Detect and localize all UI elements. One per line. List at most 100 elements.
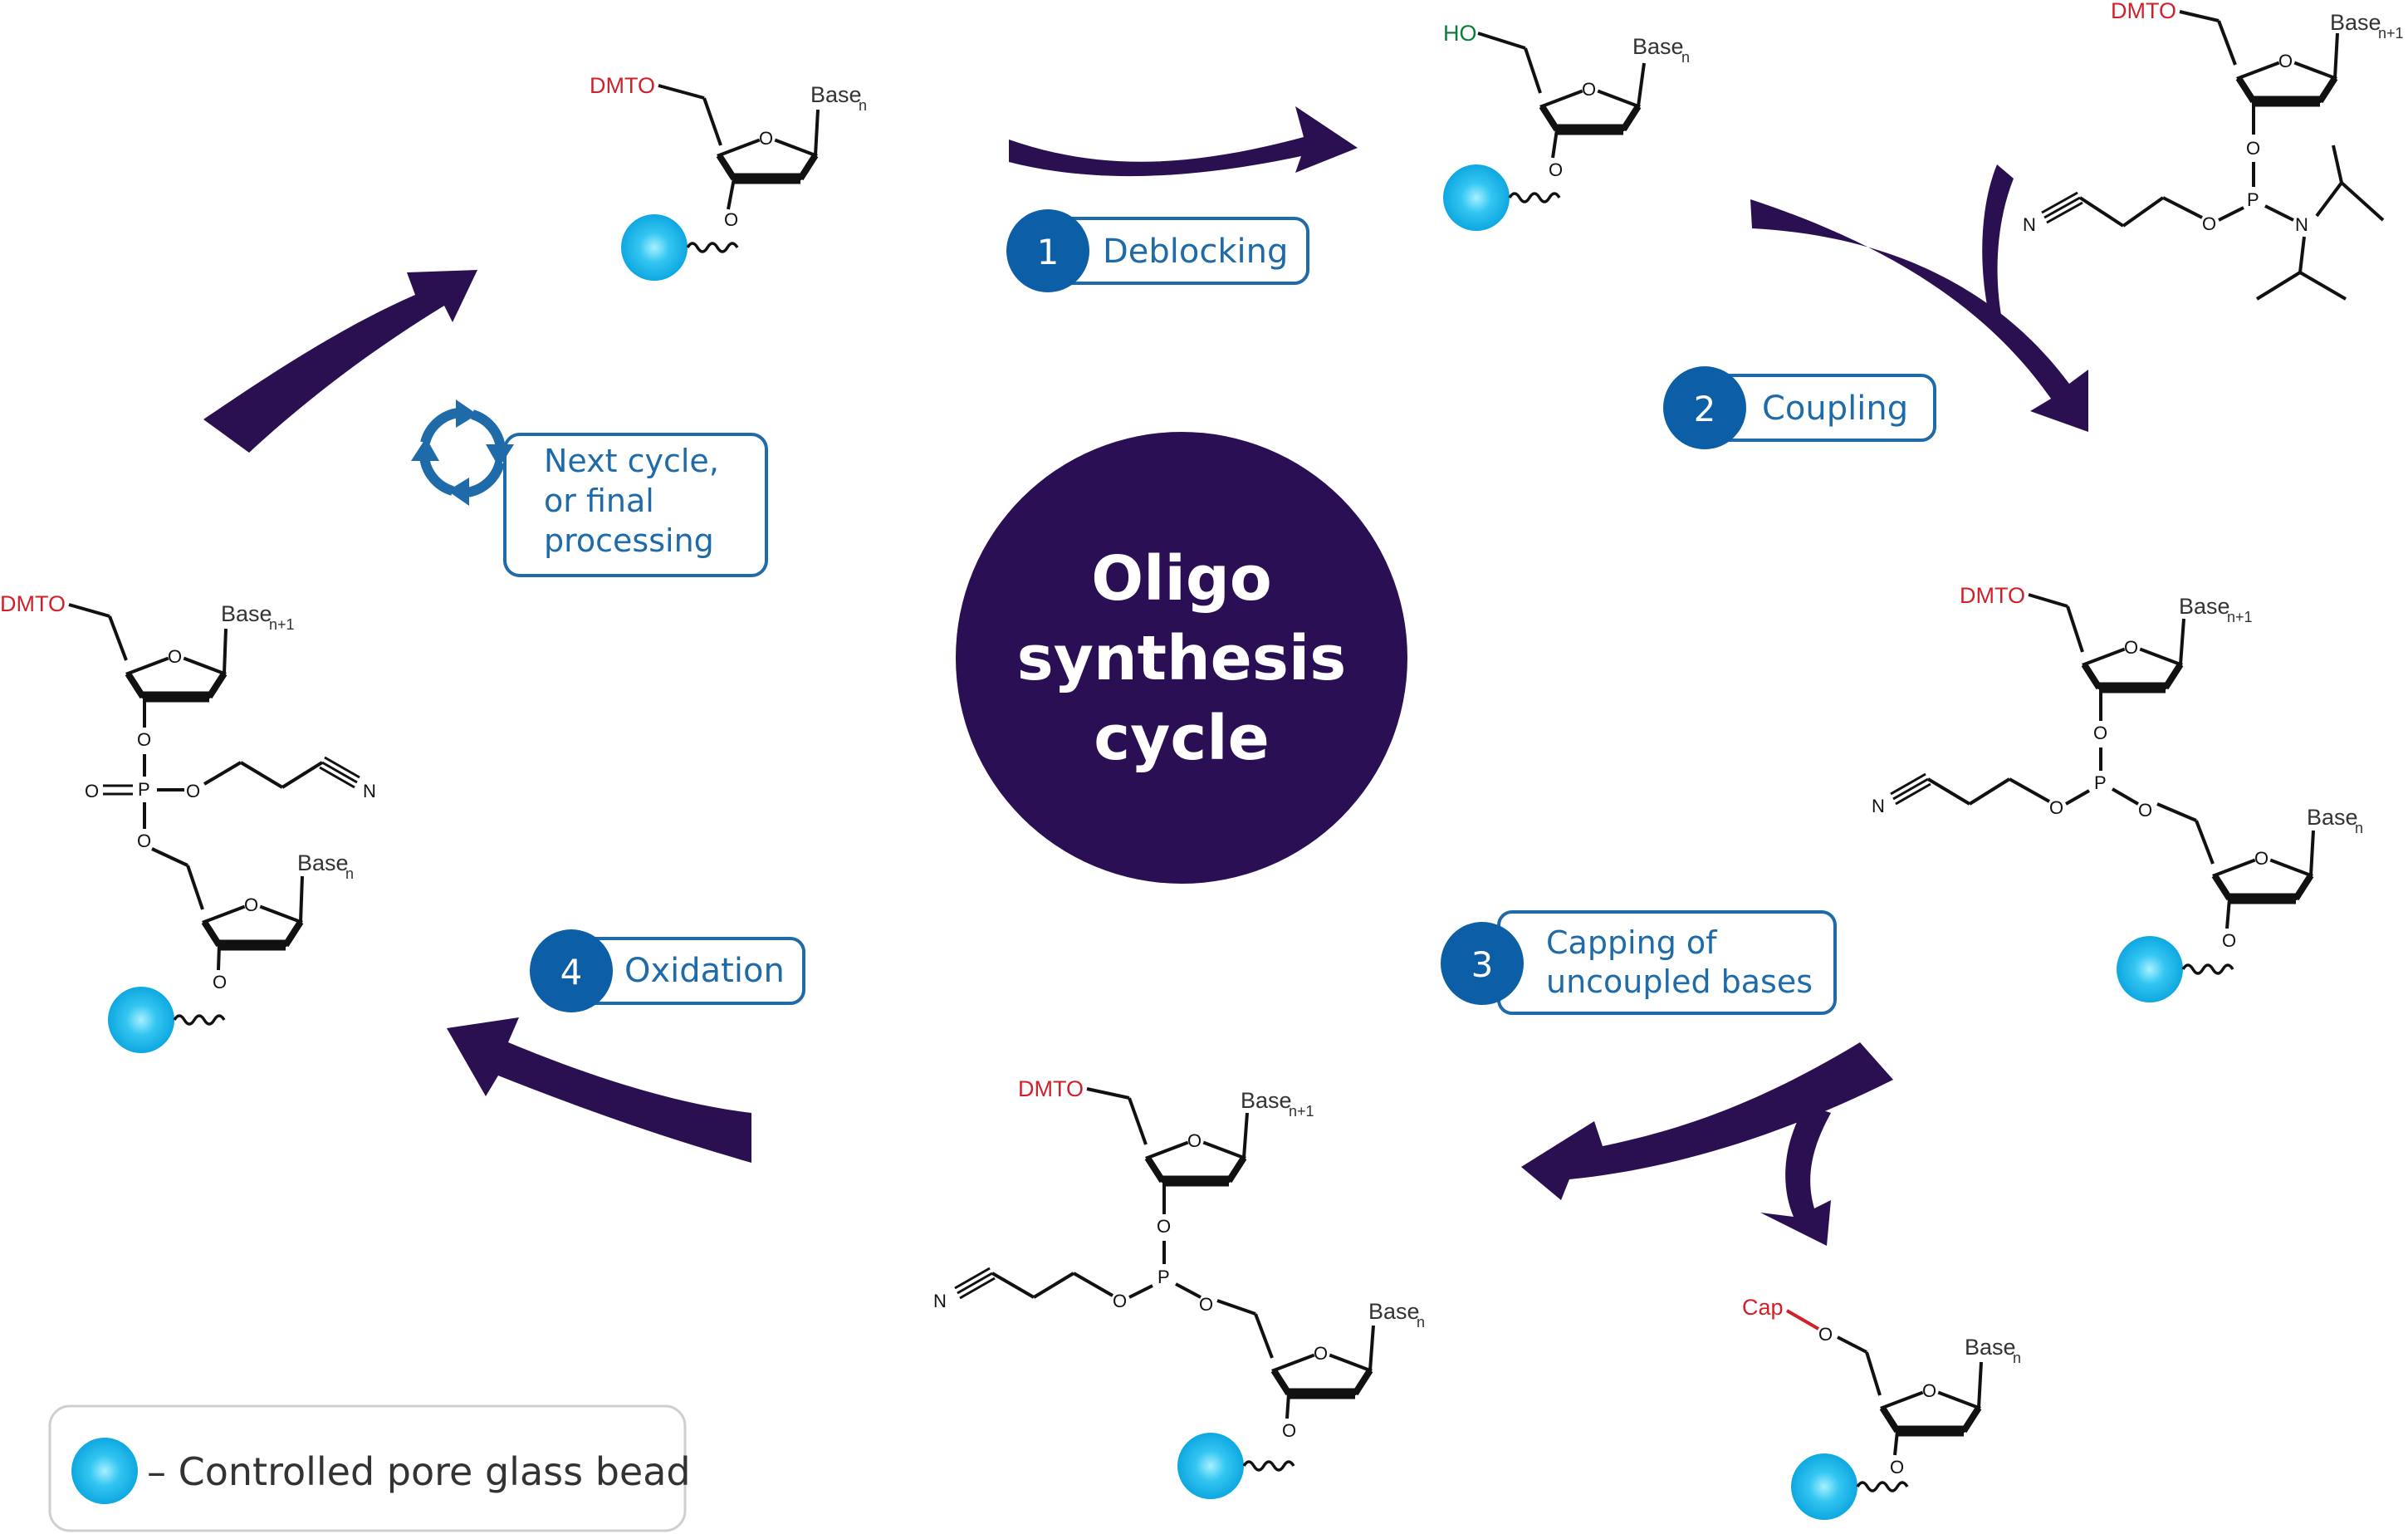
base-sub: n [1681, 49, 1690, 66]
step-4-text: Oxidation [624, 952, 785, 990]
p-label: P [2247, 189, 2259, 210]
ring-o: O [759, 128, 773, 149]
base-sub: n+1 [1289, 1103, 1314, 1120]
arrow-capping [1521, 1042, 1893, 1246]
o5-label: O [2138, 800, 2152, 821]
o3-label: O [137, 729, 151, 750]
dmto-label: DMTO [1960, 583, 2025, 608]
nitrile-n-label: N [1872, 796, 1885, 816]
dmto-label: DMTO [2111, 0, 2176, 23]
arrow-coupling [1750, 164, 2088, 432]
next-cycle-line1: Next cycle, [544, 443, 719, 479]
base-label: Base [1965, 1335, 2016, 1360]
linker-o: O [213, 972, 227, 992]
base-label: Base [2179, 594, 2230, 619]
base-label: Base [1632, 34, 1684, 59]
next-cycle-line3: processing [544, 522, 714, 559]
molecule-deblocked: HO O Base n O [1441, 21, 1690, 233]
nitrile-n-label: N [933, 1291, 947, 1311]
ring-o: O [2124, 637, 2138, 658]
step-3-text-line2: uncoupled bases [1546, 963, 1813, 1000]
o-ester-label: O [2049, 797, 2063, 818]
step-4-label: 4 Oxidation [530, 929, 805, 1012]
base-sub: n+1 [269, 616, 295, 633]
molecule-coupled-dimer: DMTO O Base n+1 O P O O Base n O O N [1872, 583, 2363, 1004]
dmto-label: DMTO [590, 73, 655, 98]
next-cycle-line2: or final [544, 483, 654, 519]
step-2-label: 2 Coupling [1663, 366, 1936, 449]
step-1-number: 1 [1037, 232, 1060, 272]
step-3-label: 3 Capping of uncoupled bases [1441, 910, 1837, 1015]
step-3-number: 3 [1471, 944, 1494, 985]
ring-o: O [1187, 1130, 1202, 1151]
base-sub: n [2013, 1350, 2021, 1366]
center-title-line2: synthesis [1017, 623, 1347, 694]
o-ester-label: O [1113, 1291, 1127, 1311]
o5-label: O [1199, 1294, 1213, 1315]
base-sub-2: n [1417, 1314, 1425, 1331]
step-2-text: Coupling [1762, 390, 1908, 428]
base-label: Base [221, 601, 272, 626]
base-label-2: Base [1368, 1299, 1420, 1324]
ring-o: O [1582, 79, 1596, 100]
ring-o: O [1922, 1380, 1936, 1401]
molecule-capped: Cap O O Base n O [1742, 1295, 2021, 1522]
arrow-oxidation [447, 1017, 751, 1163]
base-label-2: Base [297, 850, 349, 875]
base-sub-2: n [345, 865, 354, 882]
center-title-line1: Oligo [1091, 543, 1271, 615]
molecule-oxidized-dimer: DMTO O Base n+1 O P O O N O O Base n O [0, 591, 376, 1055]
dmto-label: DMTO [1018, 1076, 1084, 1101]
p-label: P [2094, 772, 2107, 793]
o5-label: O [137, 831, 151, 851]
o-ester-label: O [186, 781, 200, 801]
o-ester-label: O [2202, 213, 2216, 234]
step-2-number: 2 [1694, 389, 1716, 429]
p-oxo-label: O [85, 781, 99, 801]
ring-o-2: O [2254, 848, 2269, 869]
base-sub: n+1 [2378, 25, 2404, 42]
ring-o: O [168, 646, 182, 667]
p-label: P [138, 779, 150, 800]
linker-o: O [1549, 159, 1563, 180]
linker-o: O [2222, 930, 2236, 951]
step-4-number: 4 [560, 952, 583, 992]
ring-o-2: O [244, 894, 258, 915]
legend-bead-icon [71, 1438, 138, 1504]
base-label: Base [1241, 1088, 1292, 1113]
step-1-label: 1 Deblocking [1006, 209, 1309, 292]
base-sub-2: n [2355, 820, 2363, 836]
base-label: Base [810, 82, 862, 107]
center-circle: Oligo synthesis cycle [956, 432, 1407, 884]
base-sub: n+1 [2227, 609, 2253, 625]
center-title-line3: cycle [1094, 703, 1270, 774]
nitrile-n-label: N [2023, 214, 2036, 235]
ring-o: O [2278, 51, 2293, 71]
base-label-2: Base [2307, 805, 2358, 830]
molecule-phosphite-dimer: DMTO O Base n+1 O P O O Base n O O N [933, 1076, 1425, 1501]
molecule-dmt-nucleoside: DMTO O Base n O [590, 73, 867, 282]
legend-text: – Controlled pore glass bead [147, 1449, 691, 1494]
n-amine-label: N [2295, 214, 2308, 235]
o3-label: O [1157, 1216, 1171, 1237]
linker-o: O [1890, 1457, 1904, 1478]
cap-o-label: O [1818, 1324, 1833, 1345]
recycle-icon [411, 399, 514, 506]
step-3-text-line1: Capping of [1546, 924, 1718, 961]
base-sub: n [859, 97, 867, 114]
arrow-next-cycle [203, 270, 477, 453]
base-label: Base [2330, 10, 2381, 35]
ho-label: HO [1443, 21, 1477, 46]
dmto-label: DMTO [0, 591, 66, 616]
molecule-phosphoramidite: DMTO O Base n+1 O P N O N [2023, 0, 2404, 301]
o3-label: O [2246, 138, 2260, 159]
next-cycle-box: Next cycle, or final processing [503, 433, 768, 577]
arrow-deblocking [1009, 106, 1358, 177]
p-label: P [1158, 1267, 1170, 1287]
ring-o-2: O [1314, 1343, 1328, 1364]
legend-box: – Controlled pore glass bead [48, 1404, 691, 1532]
o3-label: O [2093, 723, 2107, 743]
linker-o: O [1282, 1420, 1296, 1441]
cap-label: Cap [1742, 1295, 1784, 1320]
linker-o: O [724, 209, 738, 230]
